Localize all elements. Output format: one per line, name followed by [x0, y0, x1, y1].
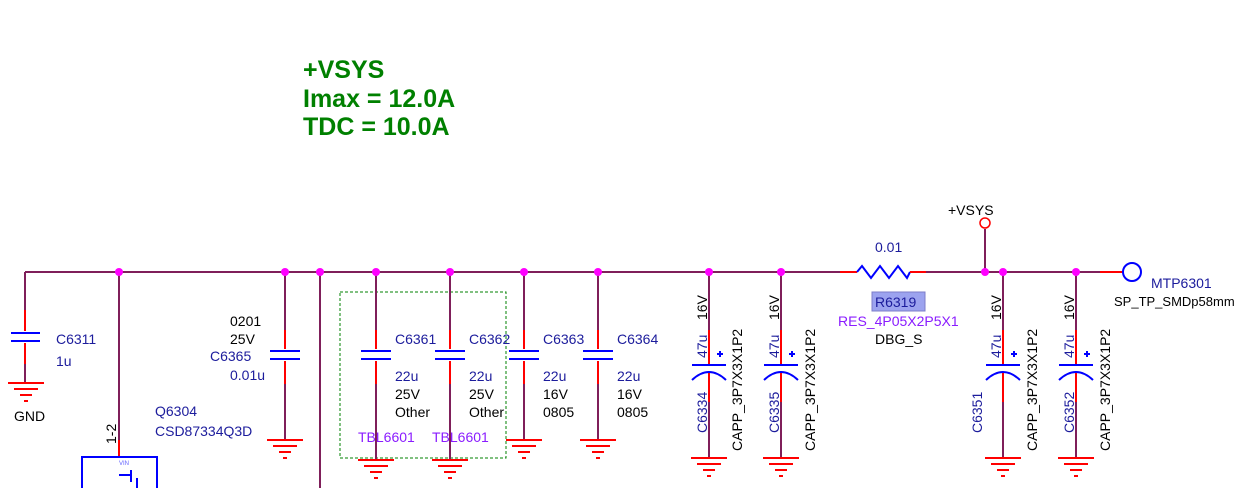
mtp6301-footprint: SP_TP_SMDp58mm — [1114, 294, 1235, 309]
c6363-package: 0805 — [543, 404, 574, 420]
ground-icon — [267, 439, 303, 459]
q6304-pin-number: 1-2 — [103, 424, 119, 444]
c6334-ref: C6334 — [694, 392, 710, 433]
capacitor-c6363[interactable] — [506, 272, 542, 459]
junction-dot — [281, 268, 289, 276]
c6365-package: 0201 — [230, 313, 261, 329]
c6334-value: 47u — [694, 335, 710, 358]
polarized-capacitor-c6335[interactable] — [763, 272, 799, 477]
r6319-variant: DBG_S — [875, 331, 922, 347]
junction-dot — [999, 268, 1007, 276]
c6364-value: 22u — [617, 368, 640, 384]
mosfet-q6304[interactable] — [81, 456, 158, 488]
junction-dot — [777, 268, 785, 276]
capacitor-c6311[interactable] — [8, 272, 44, 402]
polarized-capacitor-c6334[interactable] — [691, 272, 727, 477]
c6361-package: Other — [395, 404, 430, 420]
capacitor-c6361[interactable] — [358, 272, 394, 479]
c6364-package: 0805 — [617, 404, 648, 420]
c6364-voltage: 16V — [617, 386, 643, 402]
c6351-footprint: CAPP_3P7X3X1P2 — [1024, 329, 1040, 451]
power-port-label: +VSYS — [948, 202, 994, 218]
c6361-tbl: TBL6601 — [358, 429, 415, 445]
c6363-ref: C6363 — [543, 331, 584, 347]
c6352-footprint: CAPP_3P7X3X1P2 — [1097, 329, 1113, 451]
vsys-bus-wire[interactable] — [25, 271, 1123, 488]
c6352-voltage: 16V — [1061, 294, 1077, 320]
c6362-voltage: 25V — [469, 386, 495, 402]
test-point-icon[interactable] — [1122, 262, 1142, 282]
capacitor-c6364[interactable] — [580, 272, 616, 459]
c6352-value: 47u — [1061, 335, 1077, 358]
resistor-r6319[interactable] — [840, 264, 926, 280]
mtp6301-ref: MTP6301 — [1151, 275, 1212, 291]
c6362-package: Other — [469, 404, 504, 420]
c6363-value: 22u — [543, 368, 566, 384]
r6319-ref[interactable]: R6319 — [875, 294, 916, 310]
ground-icon — [580, 439, 616, 459]
capacitor-c6365[interactable] — [267, 272, 303, 459]
junction-dot — [520, 268, 528, 276]
c6334-voltage: 16V — [694, 294, 710, 320]
junction-dot — [115, 268, 123, 276]
c6364-ref: C6364 — [617, 331, 658, 347]
junction-dot — [446, 268, 454, 276]
c6361-value: 22u — [395, 368, 418, 384]
junction-dot — [1072, 268, 1080, 276]
c6335-ref: C6335 — [766, 392, 782, 433]
junction-dot — [372, 268, 380, 276]
ground-icon — [1058, 457, 1094, 477]
c6362-ref: C6362 — [469, 331, 510, 347]
c6335-footprint: CAPP_3P7X3X1P2 — [802, 329, 818, 451]
power-port-icon[interactable] — [979, 217, 991, 229]
q6304-part: CSD87334Q3D — [155, 423, 252, 439]
polarized-capacitor-c6351[interactable] — [985, 272, 1021, 477]
c6335-voltage: 16V — [766, 294, 782, 320]
ground-icon — [506, 439, 542, 459]
annotation-imax: Imax = 12.0A — [303, 85, 455, 113]
selection-highlight — [871, 291, 926, 312]
c6361-voltage: 25V — [395, 386, 421, 402]
r6319-value: 0.01 — [875, 239, 902, 255]
component-group-box — [339, 291, 507, 459]
c6351-ref: C6351 — [969, 392, 985, 433]
c6311-ref: C6311 — [56, 331, 96, 347]
c6335-value: 47u — [766, 335, 782, 358]
junction-dot — [981, 268, 989, 276]
c6362-tbl: TBL6601 — [432, 429, 489, 445]
c6351-value: 47u — [988, 335, 1004, 358]
c6365-value: 0.01u — [230, 367, 265, 383]
junction-dot — [594, 268, 602, 276]
q6304-pin-name: VIN — [119, 461, 129, 467]
annotation-net: +VSYS — [303, 56, 384, 84]
annotation-tdc: TDC = 10.0A — [303, 113, 450, 141]
c6362-value: 22u — [469, 368, 492, 384]
junction-dot — [316, 268, 324, 276]
ground-icon — [763, 457, 799, 477]
capacitor-c6362[interactable] — [432, 272, 468, 479]
ground-icon — [8, 382, 44, 402]
q6304-ref: Q6304 — [155, 403, 197, 419]
ground-icon — [985, 457, 1021, 477]
mosfet-symbol-icon — [119, 470, 138, 488]
polarized-capacitor-c6352[interactable] — [1058, 272, 1094, 477]
c6365-ref: C6365 — [210, 348, 251, 364]
c6361-ref: C6361 — [395, 331, 436, 347]
ground-icon — [358, 459, 394, 479]
r6319-footprint: RES_4P05X2P5X1 — [838, 313, 959, 329]
ground-icon — [691, 457, 727, 477]
c6365-voltage: 25V — [230, 331, 256, 347]
c6311-value: 1u — [56, 353, 72, 369]
c6363-voltage: 16V — [543, 386, 569, 402]
c6352-ref: C6352 — [1061, 392, 1077, 433]
c6351-voltage: 16V — [988, 294, 1004, 320]
gnd-label: GND — [14, 408, 45, 424]
junction-dot — [705, 268, 713, 276]
ground-icon — [432, 459, 468, 479]
c6334-footprint: CAPP_3P7X3X1P2 — [729, 329, 745, 451]
